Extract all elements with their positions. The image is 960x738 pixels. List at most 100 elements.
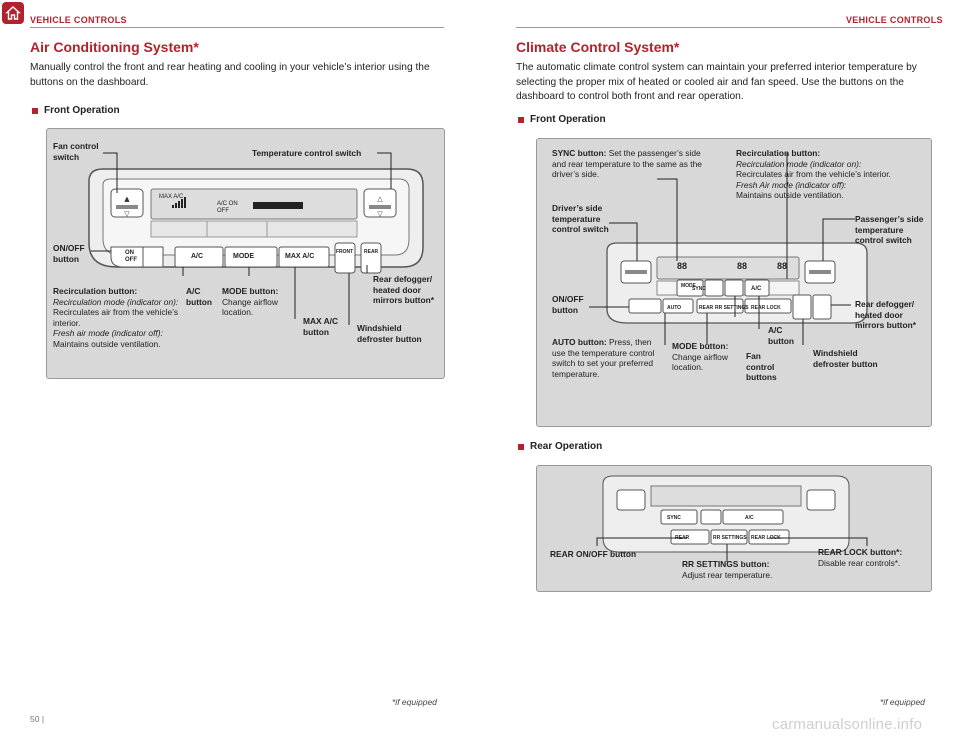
label-mode-text: Change airflow location. — [222, 296, 278, 318]
svg-text:▽: ▽ — [124, 210, 130, 218]
btn-rear-text-r: REAR — [699, 305, 714, 311]
label-fresh-text: Maintains outside ventilation. — [53, 338, 161, 349]
label-windshield: Windshield defroster button — [357, 323, 422, 344]
rear-btn-rear-text: REAR — [675, 535, 690, 541]
label-mode-r: MODE button: Change airflow location. — [672, 341, 732, 373]
label-rear-defogger: Rear defogger/ heated door mirrors butto… — [373, 274, 434, 305]
right-subhead-front: Front Operation — [518, 114, 606, 125]
label-recirc-text: Recirculates air from the vehicle’s inte… — [53, 307, 179, 328]
rear-btn-rear-lock-text: REAR LOCK — [751, 535, 781, 541]
label-fresh-mode: Fresh air mode (indicator off): — [53, 328, 163, 338]
home-icon — [5, 6, 21, 20]
label-fan-control: Fan control switch — [53, 141, 99, 162]
display-digits-right: 88 — [777, 261, 788, 271]
label-mode: MODE button: Change airflow location. — [222, 286, 292, 318]
home-button[interactable] — [2, 2, 24, 24]
left-page-number: 50 | — [30, 714, 45, 724]
climate-control-illustration — [589, 153, 868, 345]
label-rear-onoff: REAR ON/OFF button — [550, 549, 637, 559]
label-auto: AUTO button: Press, then use the tempera… — [552, 337, 664, 379]
label-sync: SYNC button: Set the passenger’s side an… — [552, 148, 702, 180]
label-temp-switch: Temperature control switch — [252, 148, 362, 158]
label-ac-r: A/C button — [768, 325, 795, 346]
display-digits-mid: 88 — [737, 261, 748, 271]
right-header-rule — [516, 27, 930, 28]
display-acon-text: A/C ON — [217, 201, 238, 207]
label-rr-settings-text: Adjust rear temperature. — [682, 569, 773, 580]
right-page-header: VEHICLE CONTROLS — [846, 15, 943, 25]
btn-sync-text: SYNC — [692, 286, 706, 292]
label-fan-buttons: Fan control buttons — [746, 351, 777, 382]
rear-btn-ac-text: A/C — [745, 515, 754, 521]
rear-diagram-panel: REAR RR SETTINGS REAR LOCK SYNC A/C REAR… — [536, 465, 932, 592]
label-onoff-r: ON/OFF button — [552, 294, 584, 315]
left-footnote: *if equipped — [392, 697, 437, 707]
label-windshield-r: Windshield defroster button — [813, 348, 878, 369]
rear-btn-sync-text: SYNC — [667, 515, 681, 521]
label-sync-text: Set the passenger’s side and rear temper… — [552, 148, 702, 179]
label-rr-settings-title: RR SETTINGS button: — [682, 559, 770, 569]
label-rear-lock-title: REAR LOCK button*: — [818, 547, 903, 557]
right-title: Climate Control System* — [516, 39, 680, 55]
display-maxac-text: MAX A/C — [159, 194, 184, 200]
right-subhead-rear-label: Rear Operation — [530, 441, 603, 452]
left-subhead: Front Operation — [32, 105, 120, 116]
label-rear-defogger-r: Rear defogger/ heated door mirrors butto… — [855, 299, 916, 330]
label-rear-lock-text: Disable rear controls*. — [818, 557, 901, 568]
label-rear-lock: REAR LOCK button*: Disable rear controls… — [818, 547, 928, 568]
bullet-square-icon — [518, 116, 524, 123]
left-body-text: Manually control the front and rear heat… — [30, 62, 430, 88]
label-mode-r-title: MODE button: — [672, 341, 729, 351]
label-maxac: MAX A/C button — [303, 316, 339, 337]
label-recirc: Recirculation button: Recirculation mode… — [53, 286, 183, 349]
label-recirc-r-text: Recirculates air from the vehicle’s inte… — [736, 169, 891, 179]
label-mode-r-text: Change airflow location. — [672, 351, 728, 373]
label-fresh-r-mode: Fresh Air mode (indicator off): — [736, 179, 847, 190]
btn-front-text: FRONT — [336, 249, 354, 255]
label-passenger-side: Passenger’s side temperature control swi… — [855, 214, 924, 245]
label-fresh-r-text: Maintains outside ventilation. — [736, 190, 844, 200]
label-mode-title: MODE button: — [222, 286, 279, 296]
btn-mode-text: MODE — [233, 253, 254, 260]
right-body-text: The automatic climate control system can… — [516, 62, 917, 102]
left-subhead-label: Front Operation — [44, 105, 120, 116]
svg-text:▽: ▽ — [377, 210, 383, 218]
label-auto-title: AUTO button: — [552, 337, 607, 347]
label-recirc-r: Recirculation button: Recirculation mode… — [736, 148, 926, 201]
right-footnote: *if equipped — [880, 697, 925, 707]
climate-diagram-panel: SYNC MODE A/C AUTO REAR RR SETTINGS REAR… — [536, 138, 932, 427]
svg-text:△: △ — [377, 195, 383, 203]
btn-auto-text: AUTO — [667, 305, 682, 311]
label-recirc-mode: Recirculation mode (indicator on): — [53, 296, 179, 307]
svg-text:▲: ▲ — [124, 195, 130, 203]
btn-off-text: OFF — [125, 257, 137, 263]
label-sync-title: SYNC button: — [552, 148, 607, 158]
right-subhead-rear: Rear Operation — [518, 441, 602, 452]
display-off-text: OFF — [217, 208, 229, 214]
left-header-rule — [30, 27, 444, 28]
bullet-square-icon — [518, 443, 524, 450]
btn-rear-text: REAR — [364, 249, 379, 255]
label-ac: A/C button — [186, 286, 213, 307]
left-page-header: VEHICLE CONTROLS — [30, 15, 127, 25]
label-onoff: ON/OFF button — [53, 243, 85, 264]
rear-btn-rr-settings-text: RR SETTINGS — [713, 535, 747, 541]
btn-on-text: ON — [125, 250, 134, 256]
btn-maxac-text: MAX A/C — [285, 253, 315, 260]
label-recirc-r-mode: Recirculation mode (indicator on): — [736, 158, 862, 169]
display-digits-left: 88 — [677, 261, 688, 271]
label-recirc-r-title: Recirculation button: — [736, 148, 821, 158]
watermark: carmanualsonline.info — [772, 716, 923, 733]
btn-rr-settings-text: RR SETTINGS — [715, 305, 749, 311]
bullet-square-icon — [32, 107, 38, 114]
btn-ac-text: A/C — [191, 253, 204, 260]
left-title: Air Conditioning System* — [30, 39, 199, 55]
label-recirc-title: Recirculation button: — [53, 286, 138, 296]
right-subhead-front-label: Front Operation — [530, 114, 606, 125]
label-auto-text: Press, then use the temperature control … — [552, 337, 655, 379]
btn-rear-lock-text: REAR LOCK — [751, 305, 781, 311]
left-diagram-panel: ▲ ▽ △ ▽ MAX — [46, 128, 445, 379]
label-driver-side: Driver’s side temperature control switch — [552, 203, 609, 234]
label-rr-settings: RR SETTINGS button: Adjust rear temperat… — [682, 559, 812, 580]
rear-control-illustration — [596, 475, 868, 562]
